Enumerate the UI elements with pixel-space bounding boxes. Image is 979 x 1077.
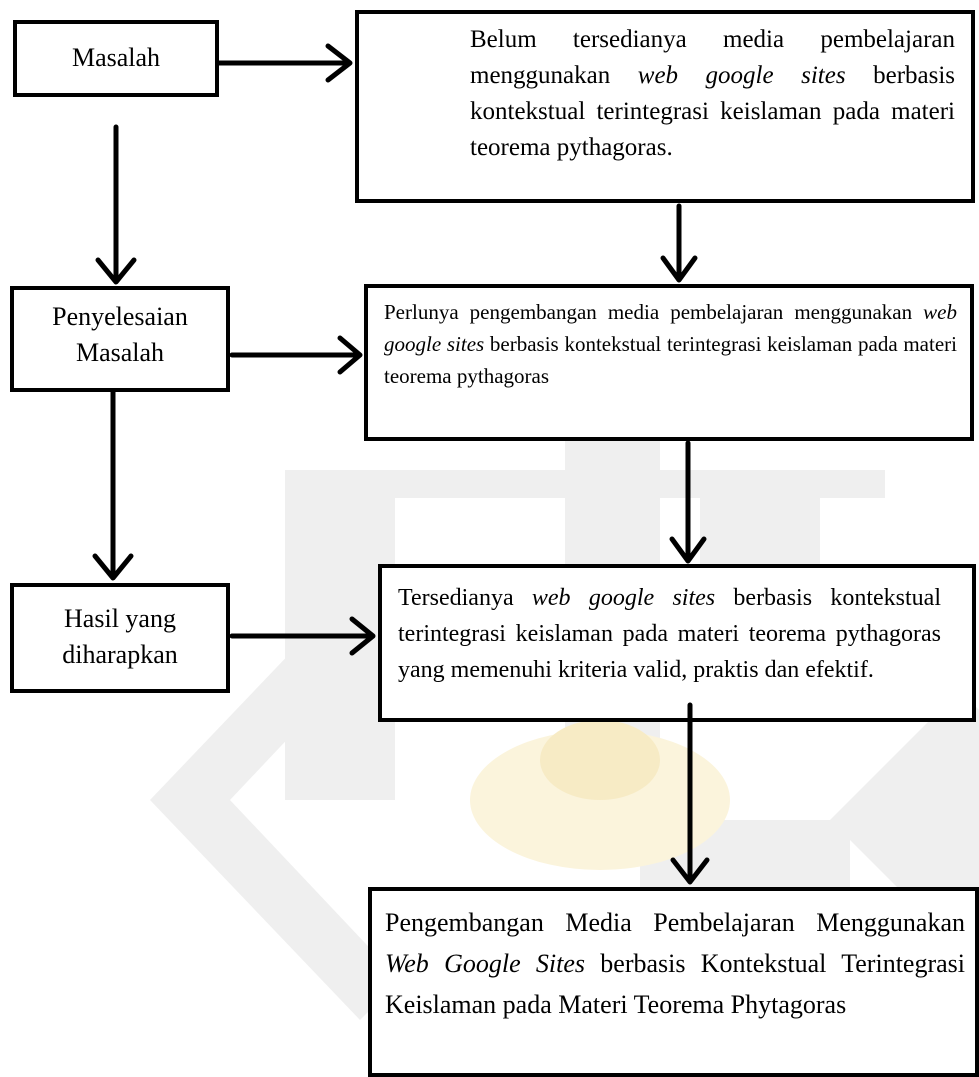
node-masalah	[13, 20, 219, 97]
node-problem-statement-text: Belum tersedianya media pembelajaran men…	[470, 22, 955, 166]
node-hasil-label: Hasil yang diharapkan	[14, 601, 226, 673]
node-expected-statement	[378, 564, 976, 722]
node-solution-statement	[364, 284, 974, 441]
node-hasil-line1: Hasil yang	[64, 604, 176, 633]
final-title-part1: Pengembangan Media Pembelajaran Mengguna…	[385, 908, 965, 937]
problem-statement-part1: Belum tersedianya media pembelajaran men…	[470, 26, 955, 89]
node-expected-statement-text: Tersedianya web google sites berbasis ko…	[398, 580, 941, 688]
node-hasil-line2: diharapkan	[62, 640, 178, 669]
node-final-title-text: Pengembangan Media Pembelajaran Mengguna…	[385, 902, 965, 1025]
solution-statement-part2: berbasis kontekstual terintegrasi keisla…	[384, 332, 957, 388]
problem-statement-part2: berbasis kontekstual terintegrasi keisla…	[470, 62, 956, 161]
problem-statement-italic: web google sites	[637, 62, 846, 89]
node-penyelesaian-line1: Penyelesaian	[52, 302, 188, 331]
node-solution-statement-text: Perlunya pengembangan media pembelajaran…	[384, 296, 957, 392]
node-penyelesaian-line2: Masalah	[75, 338, 165, 367]
node-masalah-label: Masalah	[71, 43, 161, 72]
solution-statement-part1: Perlunya pengembangan media pembelajaran…	[384, 300, 924, 324]
expected-statement-italic: web google sites	[531, 585, 716, 611]
final-title-part2: berbasis Kontekstual Terintegrasi Keisla…	[385, 949, 965, 1019]
node-problem-statement	[355, 10, 975, 203]
expected-statement-part2: berbasis kontekstual terintegrasi keisla…	[398, 585, 941, 683]
final-title-italic: Web Google Sites	[385, 949, 586, 978]
node-penyelesaian	[10, 286, 230, 392]
solution-statement-italic: web google sites	[384, 300, 957, 356]
expected-statement-part1: Tersedianya	[398, 585, 532, 611]
node-hasil	[10, 583, 230, 693]
node-final-title	[368, 887, 979, 1077]
node-penyelesaian-label: Penyelesaian Masalah	[14, 299, 226, 371]
